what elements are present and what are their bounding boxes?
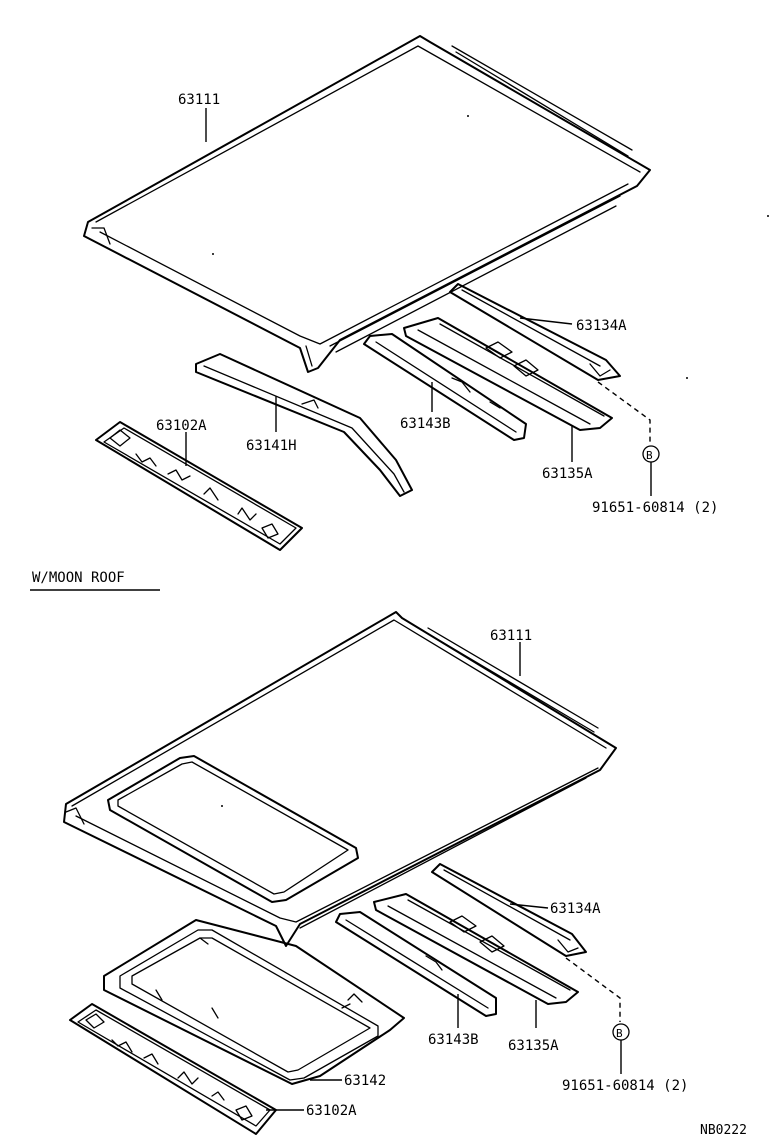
roof-bow-b-moon [373, 893, 579, 1005]
label-63102A-top: 63102A [156, 418, 207, 434]
label-63142: 63142 [344, 1073, 386, 1089]
top-section: B 63111 63134A 63143B 63135A 63141H 6310… [83, 35, 769, 551]
roof-panel-top [83, 35, 651, 373]
roof-bow-a-top [363, 333, 527, 441]
label-63111-moon: 63111 [490, 628, 532, 644]
label-bolt-moon: 91651-60814 (2) [562, 1078, 688, 1094]
roof-bow-a-moon [335, 911, 497, 1017]
figure-code: NB0222 [700, 1123, 747, 1138]
label-63111-top: 63111 [178, 92, 220, 108]
label-63143B-top: 63143B [400, 416, 451, 432]
label-63134A-moon: 63134A [550, 901, 601, 917]
roof-header-front-top [195, 353, 413, 497]
roof-rail-rear-top [449, 283, 621, 381]
bolt-badge-letter-moon: B [616, 1027, 623, 1040]
bolt-dashed-line-top [597, 381, 651, 444]
label-bolt-top: 91651-60814 (2) [592, 500, 718, 516]
roof-bow-b-top [403, 317, 613, 431]
label-63141H-top: 63141H [246, 438, 297, 454]
moon-roof-section: B 63111 63134A 63143B 63135A 63142 63102… [63, 611, 688, 1135]
label-63143B-moon: 63143B [428, 1032, 479, 1048]
sunroof-opening-inner [117, 761, 349, 895]
roof-rail-rear-moon [431, 863, 587, 957]
label-63135A-top: 63135A [542, 466, 593, 482]
label-63135A-moon: 63135A [508, 1038, 559, 1054]
sunroof-frame [103, 919, 405, 1085]
reinforcement-top [95, 421, 303, 551]
bolt-badge-letter-top: B [646, 449, 653, 462]
label-63102A-moon: 63102A [306, 1103, 357, 1119]
section-heading-moon-roof: W/MOON ROOF [32, 570, 125, 586]
bolt-dashed-line-moon [565, 957, 621, 1022]
label-63134A-top: 63134A [576, 318, 627, 334]
sunroof-opening-outer [107, 755, 359, 903]
roof-panel-moon [63, 611, 617, 947]
